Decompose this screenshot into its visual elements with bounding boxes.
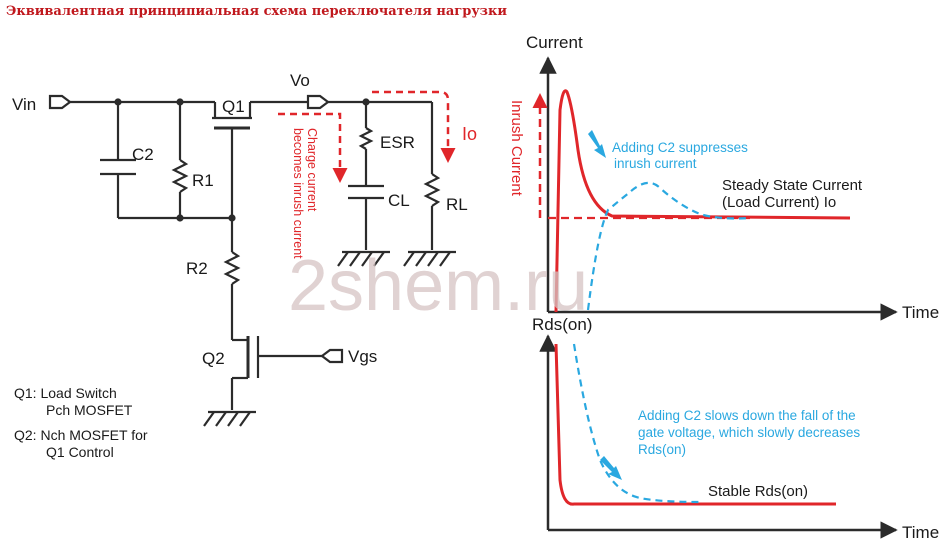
esr-resistor [358, 127, 374, 150]
current-axis-label: Current [526, 33, 583, 52]
vo-label: Vo [290, 71, 310, 90]
current-curve-with-c2 [586, 181, 751, 311]
c2-label: C2 [132, 145, 154, 164]
cl-label: CL [388, 191, 410, 210]
current-graph [532, 56, 898, 321]
rl-label: RL [446, 195, 468, 214]
rds-note-line3: Rds(on) [638, 442, 686, 457]
steady-state-line1: Steady State Current [722, 177, 863, 194]
r1-label: R1 [192, 171, 214, 190]
q1-mosfet [212, 102, 252, 218]
vin-label: Vin [12, 95, 36, 114]
inrush-current-label: Inrush Current [508, 100, 525, 197]
legend-q1-line2: Pch MOSFET [46, 402, 133, 418]
rds-note-line2: gate voltage, which slowly decreases [638, 425, 860, 440]
r1-resistor [171, 159, 189, 193]
q2-mosfet [232, 336, 322, 380]
time-axis-label-bottom: Time [902, 523, 939, 542]
rds-curve-with-c2 [572, 343, 701, 504]
stable-rds-label: Stable Rds(on) [708, 483, 808, 500]
ground-q2 [203, 410, 256, 427]
vgs-terminal [320, 348, 344, 364]
c2-suppress-note-line2: inrush current [614, 156, 697, 171]
q1-label: Q1 [222, 97, 245, 116]
circuit [48, 94, 456, 427]
legend-q1-line1: Q1: Load Switch [14, 385, 117, 401]
load-current-arrow [372, 90, 456, 163]
legend-q2-line1: Q2: Nch MOSFET for [14, 427, 148, 443]
legend-q2-line2: Q1 Control [46, 444, 114, 460]
cl-capacitor [348, 184, 384, 200]
c2-suppress-note-line1: Adding C2 suppresses [612, 140, 748, 155]
steady-state-line2: (Load Current) Io [722, 194, 836, 211]
r2-label: R2 [186, 259, 208, 278]
rds-graph [539, 334, 898, 539]
page-title: Эквивалентная принципиальная схема перек… [6, 4, 507, 19]
q2-label: Q2 [202, 349, 225, 368]
rl-resistor [423, 173, 441, 207]
rds-axis-label: Rds(on) [532, 315, 592, 334]
charge-current-arrow [278, 90, 456, 183]
rds-curve-without-c2 [554, 343, 836, 506]
vin-terminal [48, 94, 72, 110]
current-curve-without-c2 [554, 89, 851, 313]
rds-note-line1: Adding C2 slows down the fall of the [638, 408, 856, 423]
charge-note-line2: becomes inrush current [291, 128, 305, 259]
r2-resistor [223, 251, 241, 285]
c2-capacitor [100, 158, 136, 176]
vgs-label: Vgs [348, 347, 377, 366]
ground-rl [403, 250, 456, 267]
watermark: 2shem.ru [288, 246, 588, 326]
charge-note-line1: Charge current [305, 128, 319, 212]
io-label: Io [462, 124, 477, 144]
vo-terminal [306, 94, 330, 110]
time-axis-label-top: Time [902, 303, 939, 322]
esr-label: ESR [380, 133, 415, 152]
ground-cl [337, 250, 390, 267]
